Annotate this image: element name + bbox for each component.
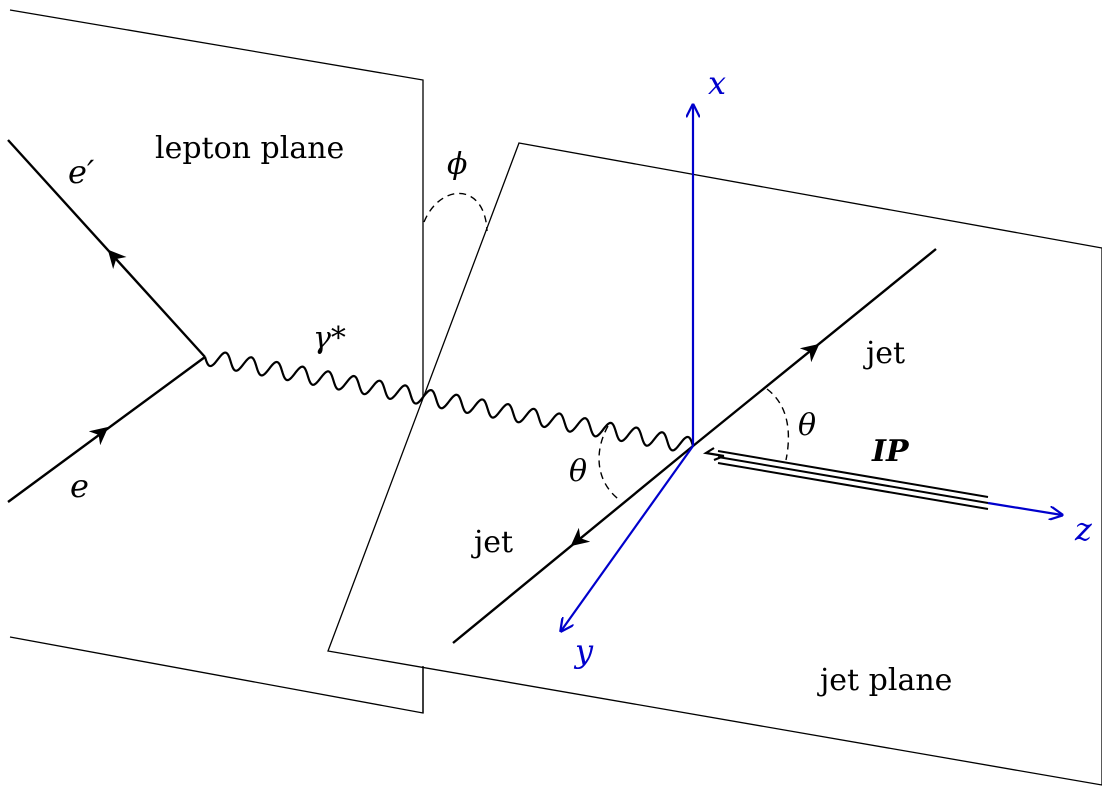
- phi-angle-arc: [423, 192, 488, 232]
- virtual-photon-line: [203, 351, 695, 452]
- phi-label: ϕ: [447, 147, 467, 182]
- theta-right-label: θ: [798, 408, 816, 443]
- theta-left-arc: [598, 425, 622, 502]
- z-axis-arrow: [987, 501, 1062, 515]
- gamma-star-label: γ*: [313, 321, 346, 356]
- lepton-plane-label: lepton plane: [155, 131, 344, 166]
- x-axis-label: x: [708, 64, 726, 102]
- y-axis-label: y: [573, 632, 594, 670]
- jet-plane-outline: [327, 142, 1102, 786]
- theta-right-arc: [766, 388, 790, 461]
- jet-plane-label: jet plane: [817, 663, 952, 698]
- pomeron-line: [717, 450, 989, 510]
- theta-left-label: θ: [569, 454, 587, 489]
- y-axis-arrow: [561, 445, 694, 631]
- pomeron-label: IP: [871, 434, 910, 469]
- incoming-electron-line: [7, 356, 206, 503]
- outgoing-electron-line: [7, 139, 206, 358]
- jet-lower-label: jet: [471, 525, 513, 560]
- jet-upper-label: jet: [863, 336, 905, 371]
- e-prime-label: e′: [68, 153, 95, 191]
- e-label: e: [70, 467, 89, 505]
- pomeron-arrow: [702, 447, 725, 462]
- z-axis-label: z: [1074, 510, 1093, 548]
